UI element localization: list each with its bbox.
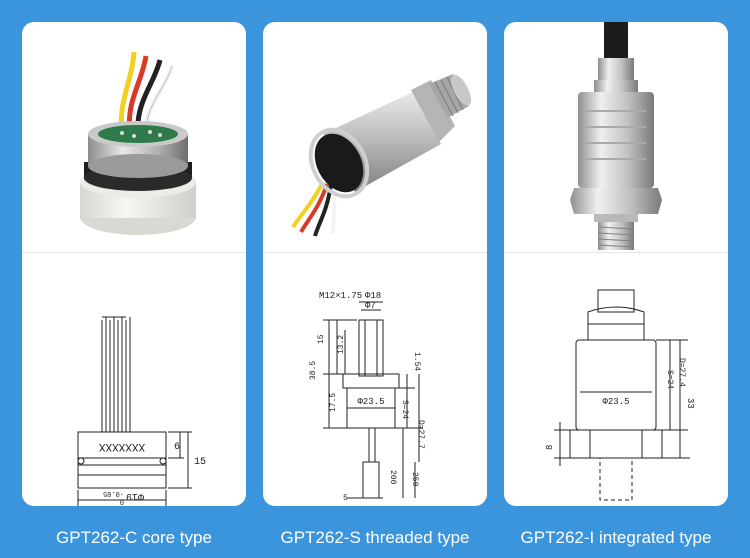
dim-6-label: 6 (174, 442, 180, 453)
card-divider (504, 252, 728, 253)
dim-38-label: 38.5 (309, 361, 318, 380)
d23-label: Φ23.5 (602, 397, 629, 407)
marking-label: XXXXXXX (99, 440, 146, 452)
dim-200-label: 200 (388, 470, 397, 485)
dim-5-label: 5 (343, 494, 348, 503)
integrated-sensor-photo (570, 22, 662, 250)
d7-label: Φ7 (365, 301, 376, 311)
d277-label: D=27.7 (416, 420, 425, 449)
s24-label: S=24 (400, 400, 409, 419)
tol-lower-label: -0.05 (103, 489, 124, 497)
core-sensor-photo (80, 51, 196, 235)
caption-threaded-type: GPT262-S threaded type (280, 528, 470, 547)
diameter-label: Φ19 (126, 490, 144, 501)
tol-upper-label: 0 (120, 497, 124, 505)
d23-label: Φ23.5 (357, 397, 384, 407)
dim-15-label: 15 (194, 457, 206, 468)
dim-17-label: 17.5 (329, 393, 338, 412)
dim-154-label: 1.54 (412, 352, 421, 371)
s24-label: S=24 (665, 370, 674, 389)
dim-8-label: 8 (545, 445, 555, 450)
caption-integrated-type: GPT262-I integrated type (520, 528, 712, 547)
thread-label: M12×1.75 (319, 291, 362, 301)
threaded-sensor-photo (291, 74, 472, 237)
product-card-threaded: M12×1.75 Φ18 Φ7 Φ23.5 15 13.2 38.5 17.5 … (263, 22, 487, 506)
product-card-integrated: Φ23.5 D=27.4 S=24 33 8 (504, 22, 728, 506)
d18-label: Φ18 (365, 291, 381, 301)
dim-250-label: 250 (410, 472, 419, 487)
dim-33-label: 33 (685, 398, 695, 409)
d274-label: D=27.4 (677, 358, 686, 387)
caption-core-type: GPT262-C core type (56, 528, 212, 547)
core-dimension-drawing: XXXXXXX 6 15 Φ19 0 -0.05 (77, 316, 206, 506)
card-divider (263, 252, 487, 253)
dim-13-label: 13.2 (337, 335, 346, 354)
integrated-dimension-drawing: Φ23.5 D=27.4 S=24 33 8 (545, 289, 695, 501)
dim-15-label: 15 (317, 334, 326, 344)
product-card-core: XXXXXXX 6 15 Φ19 0 -0.05 (22, 22, 246, 506)
threaded-dimension-drawing: M12×1.75 Φ18 Φ7 Φ23.5 15 13.2 38.5 17.5 … (309, 291, 425, 503)
card-divider (22, 252, 246, 253)
